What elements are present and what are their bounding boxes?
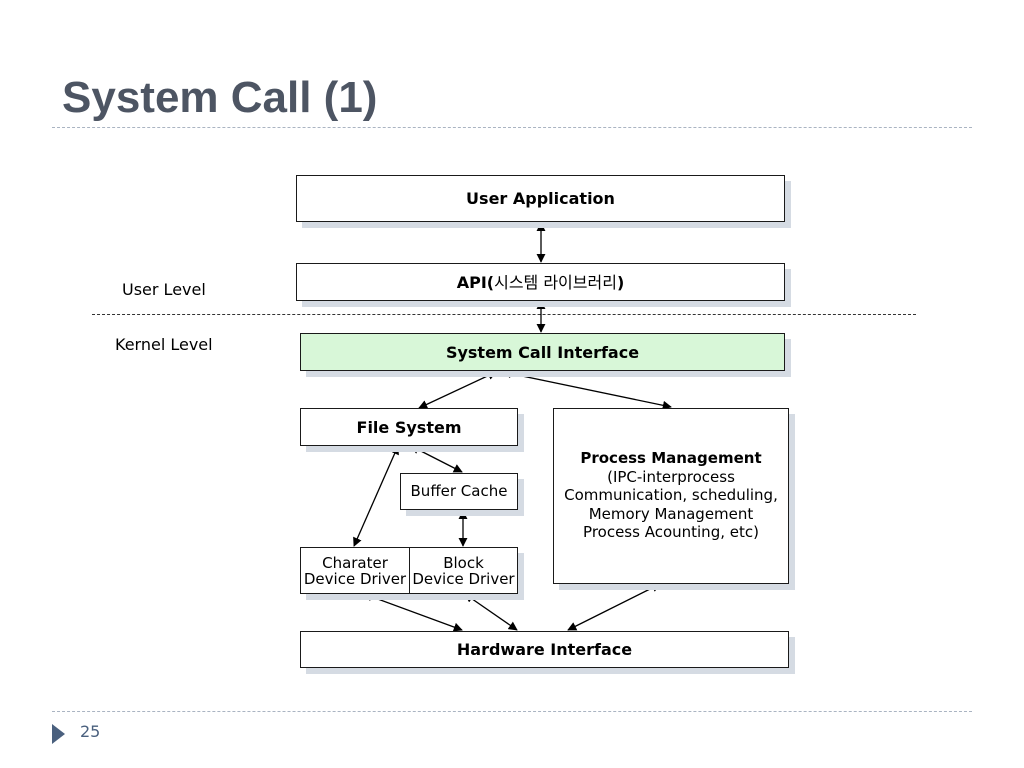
- process-management-line: Communication, scheduling,: [564, 486, 778, 504]
- api-label-korean: 시스템 라이브러리: [494, 272, 617, 292]
- system-call-interface-box: System Call Interface: [300, 333, 785, 371]
- hardware-interface-box: Hardware Interface: [300, 631, 789, 668]
- arrow-fs-char: [353, 445, 399, 547]
- block-driver-box: Block Device Driver: [409, 547, 518, 594]
- kernel-level-label: Kernel Level: [115, 335, 213, 354]
- footer-divider: [52, 711, 972, 712]
- block-driver-line1: Block: [443, 553, 484, 572]
- play-triangle-icon: [52, 724, 65, 744]
- user-kernel-boundary: [92, 314, 916, 315]
- arrow-sci-pm: [502, 369, 672, 410]
- system-call-interface-label: System Call Interface: [445, 342, 640, 362]
- process-management-line: (IPC-interprocess: [607, 467, 735, 486]
- arrow-pm-hw: [567, 583, 661, 631]
- user-application-box: User Application: [296, 175, 785, 222]
- api-box: API(시스템 라이브러리): [296, 263, 785, 301]
- process-management-box: Process Management (IPC-interprocess Com…: [553, 408, 789, 584]
- block-driver-line2: Device Driver: [412, 569, 515, 588]
- char-driver-line1: Charater: [322, 553, 388, 572]
- buffer-cache-label: Buffer Cache: [410, 482, 508, 500]
- char-driver-box: Charater Device Driver: [300, 547, 410, 594]
- process-management-line: Memory Management: [588, 504, 754, 523]
- user-level-label: User Level: [122, 280, 206, 299]
- arrow-char-hw: [363, 592, 463, 632]
- file-system-box: File System: [300, 408, 518, 446]
- page-number: 25: [80, 722, 101, 741]
- api-label-prefix: API(: [456, 272, 495, 292]
- buffer-cache-box: Buffer Cache: [400, 473, 518, 510]
- title-divider: [52, 127, 972, 128]
- arrow-sci-fs: [418, 371, 497, 409]
- slide-title: System Call (1): [62, 73, 378, 122]
- file-system-label: File System: [356, 417, 462, 437]
- hardware-interface-label: Hardware Interface: [456, 640, 633, 659]
- process-management-line: Process Acounting, etc): [583, 523, 759, 541]
- user-application-label: User Application: [466, 189, 615, 208]
- char-driver-line2: Device Driver: [303, 569, 407, 588]
- arrow-fs-cache: [410, 445, 463, 473]
- process-management-title: Process Management: [580, 449, 762, 467]
- arrow-block-hw: [464, 593, 518, 631]
- api-label-suffix: ): [616, 272, 625, 292]
